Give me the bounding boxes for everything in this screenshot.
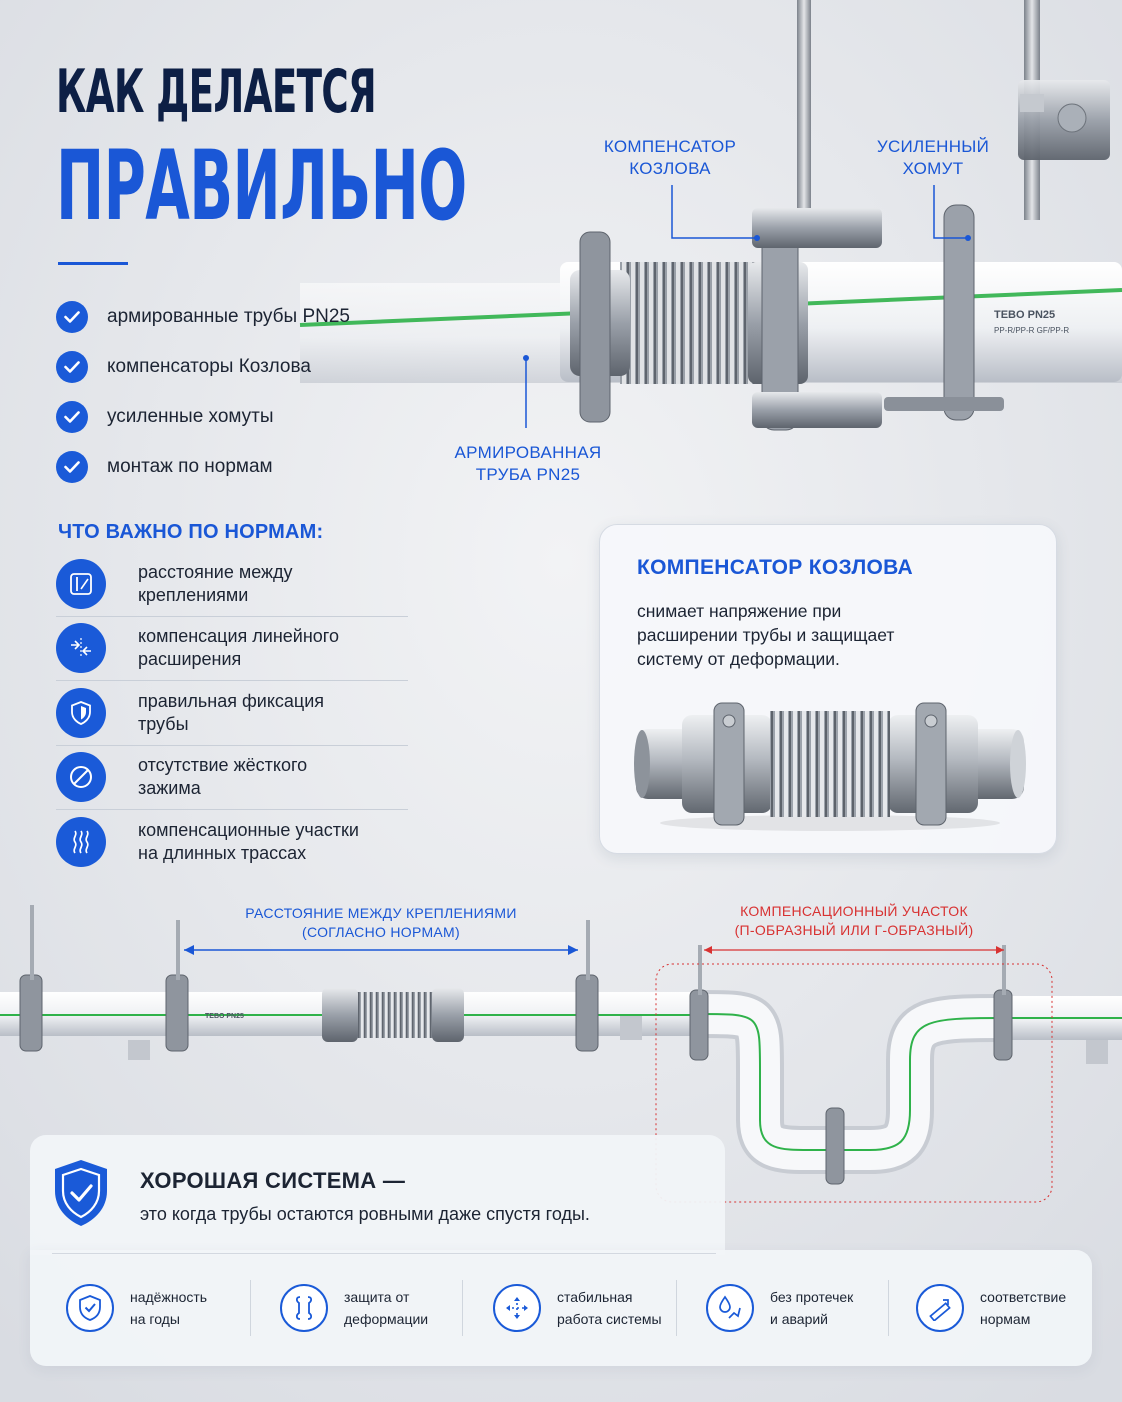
shield-icon	[56, 687, 106, 738]
spacing-label-line2: (СОГЛАСНО НОРМАМ)	[302, 924, 460, 940]
checklist-item: усиленные хомуты	[56, 392, 436, 442]
norm-item-line1: компенсация линейного	[138, 626, 339, 647]
card-text-line2: расширении трубы и защищает	[637, 625, 895, 645]
benefit-item: соответствие нормам	[916, 1268, 1100, 1348]
benefit-line1: стабильная	[557, 1289, 633, 1305]
benefit-line1: защита от	[344, 1289, 410, 1305]
benefit-separator	[462, 1280, 463, 1336]
checklist-item-label: усиленные хомуты	[107, 406, 274, 427]
callout-compensator: КОМПЕНСАТОР КОЗЛОВА	[590, 136, 750, 180]
checklist-item-label: армированные трубы PN25	[107, 306, 350, 327]
arrows-icon	[493, 1284, 541, 1332]
benefit-separator	[676, 1280, 677, 1336]
checklist-item-label: монтаж по нормам	[107, 456, 273, 477]
norm-item-line1: отсутствие жёсткого	[138, 755, 308, 776]
loop-label-line2: (П-ОБРАЗНЫЙ ИЛИ Г-ОБРАЗНЫЙ)	[734, 922, 974, 938]
waves-icon	[56, 817, 106, 868]
norm-item-line1: компенсационные участки	[138, 820, 359, 841]
benefit-item: защита от деформации	[280, 1268, 464, 1348]
norm-item-line1: правильная фиксация	[138, 690, 325, 711]
compensator-image	[634, 702, 1026, 831]
svg-text:TEBO PN25: TEBO PN25	[205, 1013, 244, 1020]
benefit-line1: надёжность	[130, 1289, 208, 1305]
spacing-label-line1: РАССТОЯНИЕ МЕЖДУ КРЕПЛЕНИЯМИ	[245, 905, 517, 921]
page-title-line1: КАК ДЕЛАЕТСЯ	[56, 57, 377, 127]
checklist-item: компенсаторы Козлова	[56, 342, 436, 392]
callout-clamp-line1: УСИЛЕННЫЙ	[876, 137, 990, 156]
callout-compensator-line1: КОМПЕНСАТОР	[603, 137, 737, 156]
benefit-item: стабильная работа системы	[493, 1268, 677, 1348]
norms-heading: ЧТО ВАЖНО ПО НОРМАМ:	[58, 521, 324, 543]
prohibited-icon	[56, 752, 106, 803]
checklist-item-label: компенсаторы Козлова	[107, 356, 311, 377]
norm-item-line2: на длинных трассах	[138, 843, 307, 864]
svg-text:PP-R/PP-R GF/PP-R: PP-R/PP-R GF/PP-R	[994, 326, 1069, 335]
card-description: снимает напряжение при расширении трубы …	[637, 599, 967, 671]
ruler-icon	[56, 558, 106, 609]
norm-item-line1: расстояние между	[138, 561, 293, 582]
shield-check-icon	[66, 1284, 114, 1332]
norm-item-line2: расширения	[138, 649, 242, 670]
check-icon	[56, 301, 88, 333]
norm-item-line2: зажима	[138, 778, 201, 799]
benefit-line2: работа системы	[557, 1311, 662, 1327]
check-icon	[56, 401, 88, 433]
ruler-pencil-icon	[916, 1284, 964, 1332]
check-icon	[56, 351, 88, 383]
benefit-line2: нормам	[980, 1311, 1031, 1327]
card-text-line3: систему от деформации.	[637, 649, 840, 669]
benefit-line1: без протечек	[770, 1289, 854, 1305]
benefit-separator	[250, 1280, 251, 1336]
callout-pipe-line1: АРМИРОВАННАЯ	[454, 443, 602, 462]
good-system-subtitle: это когда трубы остаются ровными даже сп…	[140, 1204, 590, 1224]
bracket-icon	[280, 1284, 328, 1332]
norm-item-line2: креплениями	[138, 584, 249, 605]
callout-clamp: УСИЛЕННЫЙ ХОМУТ	[858, 136, 1008, 180]
page-title-line2: ПРАВИЛЬНО	[56, 130, 467, 242]
callout-clamp-line2: ХОМУТ	[902, 159, 964, 178]
svg-text:TEBO PN25: TEBO PN25	[994, 309, 1055, 321]
title-underline	[58, 262, 128, 265]
callout-compensator-line2: КОЗЛОВА	[629, 159, 711, 178]
checklist-item: армированные трубы PN25	[56, 292, 436, 342]
check-icon	[56, 451, 88, 483]
benefit-line2: и аварий	[770, 1311, 828, 1327]
spacing-label: РАССТОЯНИЕ МЕЖДУ КРЕПЛЕНИЯМИ (СОГЛАСНО Н…	[220, 904, 542, 942]
expansion-icon	[56, 623, 106, 674]
callout-pipe: АРМИРОВАННАЯ ТРУБА PN25	[440, 442, 616, 486]
card-title: КОМПЕНСАТОР КОЗЛОВА	[637, 556, 913, 579]
feature-checklist: армированные трубы PN25 компенсаторы Коз…	[56, 292, 436, 492]
benefit-separator	[888, 1280, 889, 1336]
compensator-card: КОМПЕНСАТОР КОЗЛОВА снимает напряжение п…	[599, 524, 1057, 854]
benefit-line2: деформации	[344, 1311, 429, 1327]
checklist-item: монтаж по нормам	[56, 442, 436, 492]
benefit-item: надёжность на годы	[66, 1268, 250, 1348]
shield-check-icon	[55, 1160, 107, 1226]
card-text-line1: снимает напряжение при	[637, 601, 842, 621]
card-divider	[52, 1253, 716, 1254]
drop-icon	[706, 1284, 754, 1332]
callout-pipe-line2: ТРУБА PN25	[475, 465, 581, 484]
benefit-line2: на годы	[130, 1311, 180, 1327]
good-system-title: ХОРОШАЯ СИСТЕМА —	[140, 1168, 406, 1193]
good-system-card	[30, 1135, 725, 1255]
norm-item-line2: трубы	[138, 713, 189, 734]
loop-label: КОМПЕНСАЦИОННЫЙ УЧАСТОК (П-ОБРАЗНЫЙ ИЛИ …	[706, 902, 1002, 940]
benefits-bar	[30, 1250, 1092, 1366]
benefit-line1: соответствие	[980, 1289, 1067, 1305]
loop-label-line1: КОМПЕНСАЦИОННЫЙ УЧАСТОК	[740, 903, 968, 919]
benefit-item: без протечек и аварий	[706, 1268, 890, 1348]
